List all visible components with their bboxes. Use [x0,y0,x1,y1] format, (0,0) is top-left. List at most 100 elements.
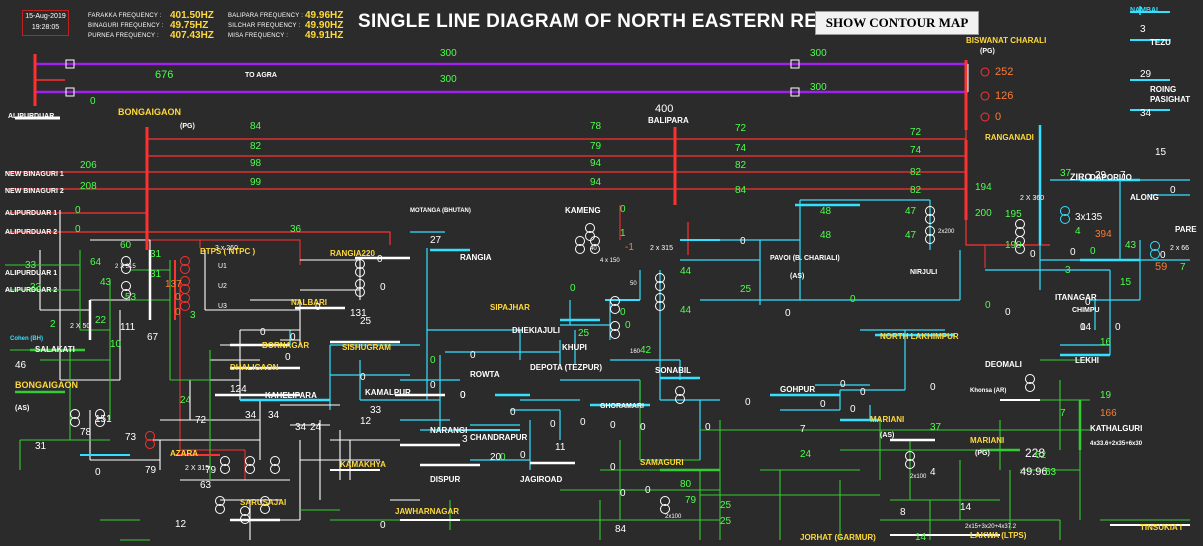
flow-value: 64 [90,257,102,268]
flow-value: 3x135 [1075,212,1103,223]
flow-value: 33 [25,260,37,271]
frequency-label: BALIPARA FREQUENCY : [228,13,304,19]
station-label: CHANDRAPUR [470,433,528,442]
flow-value: 16 [1100,337,1112,348]
flow-value: 0 [95,467,101,478]
flow-value: 1 [620,228,626,239]
breaker-icon [65,59,75,69]
flow-value: 0 [470,350,476,361]
frequency-label: PURNEA FREQUENCY : [88,33,159,39]
flow-value: 25 [360,316,372,327]
transformer-icon [590,244,600,254]
flow-value: 206 [80,160,97,171]
flow-value: U1 [218,263,227,270]
flow-value: 14 [915,532,927,543]
flow-value: 0 [930,382,936,393]
show-contour-map-button[interactable]: SHOW CONTOUR MAP [815,11,979,35]
flow-value: 4 x 150 [600,258,620,264]
flow-value: 124 [230,384,247,395]
flow-value: 34 [1140,108,1152,119]
station-label: (AS) [880,432,894,439]
station-label: ROING [1150,85,1176,94]
date-text: 15-Aug-2019 [25,13,66,20]
flow-value: 0 [430,380,436,391]
transformer-icon [95,409,105,419]
transmission-lines [5,54,1190,541]
station-label: SALAKATI [35,345,75,354]
flow-value: 0 [705,422,711,433]
flow-value: 43 [100,277,112,288]
transformer-icon [70,417,80,427]
breaker-icon [980,112,990,122]
transformer-icon [660,504,670,514]
transformer-icon [355,259,365,269]
flow-value: 200 [975,208,992,219]
flow-value: 0 [520,450,526,461]
flow-value: 44 [680,305,692,316]
transformer-icon [1060,206,1070,216]
flow-value: 48 [820,206,832,217]
page-title: SINGLE LINE DIAGRAM OF NORTH EASTERN REG… [358,11,868,32]
station-label: AZARA [170,449,198,458]
station-label: (PG) [180,123,195,130]
flow-value: 0 [460,390,466,401]
flow-value: 63 [200,480,212,491]
transformer-icon [675,394,685,404]
station-label: SISHUGRAM [342,343,391,352]
station-label: DEOMALI [985,360,1022,369]
flow-value: 78 [80,427,92,438]
frequency-value: 49.96HZ [305,10,344,21]
station-label: JAWHARNAGAR [395,507,459,516]
flow-value: 22 [95,315,107,326]
station-label: BONGAIGAON [15,380,78,390]
flow-value: 131 [350,308,367,319]
flow-value: 25 [720,500,732,511]
transformer-icon [655,293,665,303]
flow-value: 0 [175,292,181,303]
transformer-icon [1025,382,1035,392]
station-label: DISPUR [430,475,460,484]
flow-value: 0 [380,520,386,531]
frequency-value: 401.50HZ [170,10,214,21]
transformer-icon [905,459,915,469]
flow-value: 0 [1115,322,1121,333]
flow-value: 25 [740,284,752,295]
transformer-icon [590,236,600,246]
station-label: NIRJULI [910,269,937,276]
flow-value: 25 [578,328,590,339]
station-label: BONGAIGAON [118,107,181,117]
flow-value: 3 [1140,24,1146,35]
flow-value: 0 [995,111,1001,123]
flow-value: 199 [1005,240,1022,251]
transformer-icon [905,451,915,461]
flow-value: 0 [1080,322,1086,333]
frequency-label: MISA FREQUENCY : [228,33,289,39]
flow-value: 0 [850,294,856,305]
transformer-icon [660,496,670,506]
flow-value: 73 [125,432,137,443]
flow-value: 0 [985,300,991,311]
transformer-icon [655,273,665,283]
transmission-line [147,231,391,245]
transformer-icon [585,231,595,241]
flow-value: 4 [1075,226,1081,237]
flow-value: 151 [95,414,112,425]
flow-value: 0 [285,352,291,363]
flow-value: 0 [90,96,96,107]
transformer-icon [121,264,131,274]
flow-value: 0 [620,204,626,215]
flow-value: 37 [1060,168,1072,179]
station-label: DHALIGAON [230,363,279,372]
flow-value: 47 [905,206,917,217]
flow-value: U2 [218,283,227,290]
flow-value: 2 x 66 [1170,245,1189,252]
station-label: LEKHI [1075,356,1099,365]
flow-value: 0 [860,387,866,398]
flow-value: 82 [910,185,922,196]
station-label: DAPORIJO [1090,173,1132,182]
flow-value: 228 [1025,446,1045,460]
flow-value: 94 [590,177,602,188]
flow-value: 0 [550,419,556,430]
station-label: ALIPURDUAR 2 [5,287,57,294]
flow-value: 208 [80,181,97,192]
